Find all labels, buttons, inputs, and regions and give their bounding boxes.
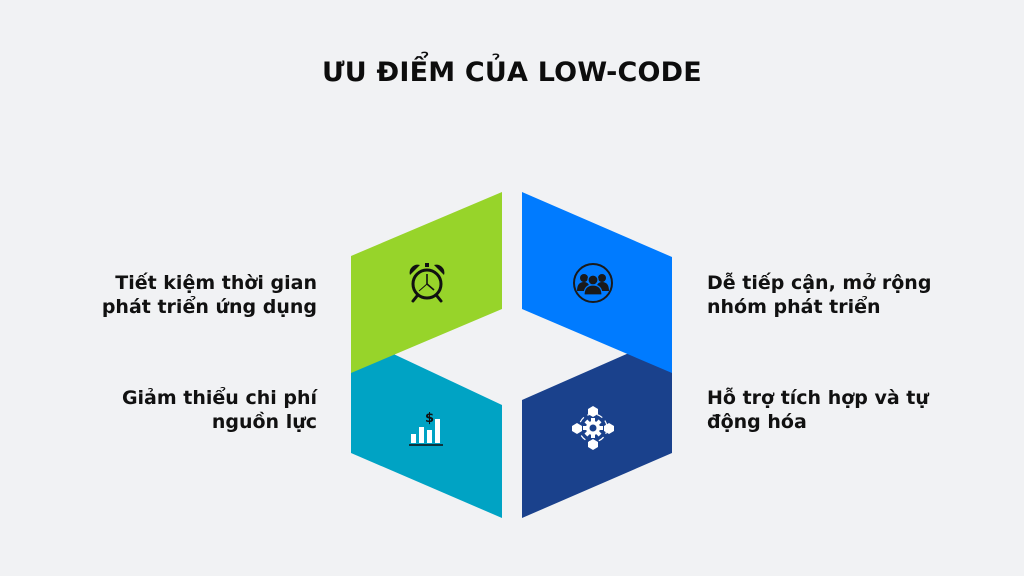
segment-bottom-left <box>351 334 502 518</box>
label-line: nhóm phát triển <box>707 296 881 318</box>
alarm-clock-icon <box>409 263 445 303</box>
label-line: phát triển ứng dụng <box>101 296 317 318</box>
integration-gear-icon <box>572 406 614 450</box>
svg-text:$: $ <box>425 411 434 426</box>
label-line: Hỗ trợ tích hợp và tự <box>707 387 929 409</box>
label-bottom-right: Hỗ trợ tích hợp và tự động hóa <box>707 386 967 434</box>
label-line: Giảm thiểu chi phí <box>121 387 317 409</box>
label-bottom-left: Giảm thiểu chi phí nguồn lực <box>57 386 317 434</box>
label-line: động hóa <box>707 411 807 433</box>
label-top-left: Tiết kiệm thời gian phát triển ứng dụng <box>57 271 317 319</box>
team-group-icon <box>573 263 613 303</box>
page-title: ƯU ĐIỂM CỦA LOW-CODE <box>322 57 702 88</box>
label-line: Dễ tiếp cận, mở rộng <box>707 272 932 294</box>
cost-chart-icon: $ <box>409 411 443 446</box>
label-top-right: Dễ tiếp cận, mở rộng nhóm phát triển <box>707 271 967 319</box>
label-line: nguồn lực <box>211 411 317 433</box>
label-line: Tiết kiệm thời gian <box>115 272 317 294</box>
